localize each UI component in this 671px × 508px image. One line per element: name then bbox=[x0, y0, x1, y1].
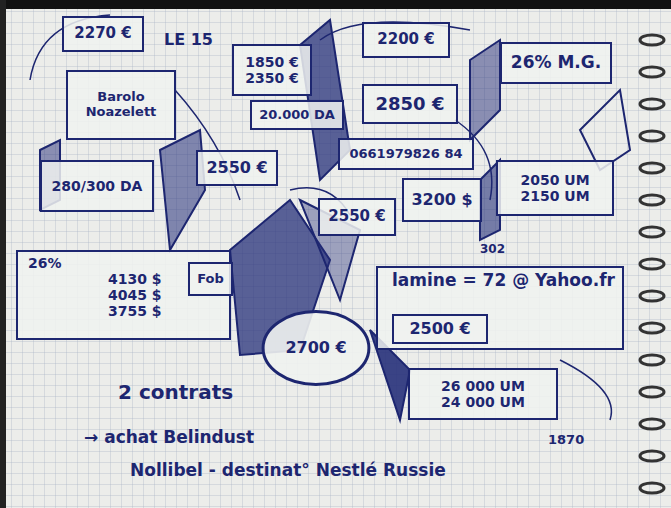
price-text: 26% M.G. bbox=[511, 53, 601, 73]
price-box: 26% 4130 $4045 $3755 $ Fob bbox=[16, 250, 231, 340]
heading-text: 26% bbox=[28, 255, 62, 271]
note-text: LE 15 bbox=[164, 30, 213, 49]
price-text: 20.000 DA bbox=[259, 108, 335, 123]
note-text: 302 bbox=[480, 242, 505, 256]
price-box: 0661979826 84 bbox=[338, 138, 474, 170]
doodle bbox=[40, 20, 630, 420]
price-box: 26% M.G. bbox=[500, 42, 612, 84]
price-box: 280/300 DA bbox=[40, 160, 154, 212]
note-text: → achat Belindust bbox=[84, 427, 254, 447]
price-text: 3755 $ bbox=[108, 303, 162, 319]
price-text: 0661979826 84 bbox=[349, 147, 462, 162]
price-box: Fob bbox=[188, 262, 233, 296]
price-text: 2270 € bbox=[74, 25, 131, 42]
price-text: 2500 € bbox=[409, 320, 470, 338]
price-text: lamine = 72 @ Yahoo.fr bbox=[392, 271, 615, 291]
price-text: 3200 $ bbox=[411, 191, 472, 209]
price-text: Fob bbox=[197, 272, 224, 287]
price-text: 2150 UM bbox=[520, 188, 589, 204]
price-box: 2850 € bbox=[362, 84, 458, 124]
price-text: 2200 € bbox=[377, 31, 434, 48]
price-text: 2050 UM bbox=[520, 172, 589, 188]
price-text: 2850 € bbox=[376, 94, 445, 115]
price-box: 2200 € bbox=[362, 22, 450, 58]
price-box: 1850 €2350 € bbox=[232, 44, 312, 96]
price-circle: 2700 € bbox=[262, 310, 370, 386]
price-box: 2550 € bbox=[196, 150, 278, 186]
price-box: lamine = 72 @ Yahoo.fr 2500 € bbox=[376, 266, 624, 350]
price-text: 4130 $ bbox=[108, 271, 162, 287]
price-text: 280/300 DA bbox=[52, 178, 143, 194]
price-text: 2550 € bbox=[206, 159, 267, 177]
price-box: 3200 $ bbox=[402, 178, 482, 222]
price-box: Barolo Noazelett bbox=[66, 70, 176, 140]
price-text: 2350 € bbox=[245, 70, 299, 86]
price-text: Barolo Noazelett bbox=[74, 90, 168, 120]
price-box: 2500 € bbox=[392, 314, 488, 344]
note-text: 2 contrats bbox=[118, 380, 233, 404]
price-text: 24 000 UM bbox=[441, 394, 525, 410]
price-text: 26 000 UM bbox=[441, 378, 525, 394]
note-text: 1870 bbox=[548, 432, 584, 447]
price-text: 2550 € bbox=[328, 208, 385, 225]
price-box: 2550 € bbox=[318, 198, 396, 236]
price-box: 26 000 UM24 000 UM bbox=[408, 368, 558, 420]
price-box: 2270 € bbox=[62, 16, 144, 52]
price-box: 20.000 DA bbox=[250, 100, 344, 130]
price-text: 4045 $ bbox=[108, 287, 162, 303]
price-text: 1850 € bbox=[245, 54, 299, 70]
note-text: Nollibel - destinat° Nestlé Russie bbox=[130, 460, 446, 480]
price-box: 2050 UM2150 UM bbox=[496, 160, 614, 216]
price-text: 2700 € bbox=[285, 339, 346, 357]
